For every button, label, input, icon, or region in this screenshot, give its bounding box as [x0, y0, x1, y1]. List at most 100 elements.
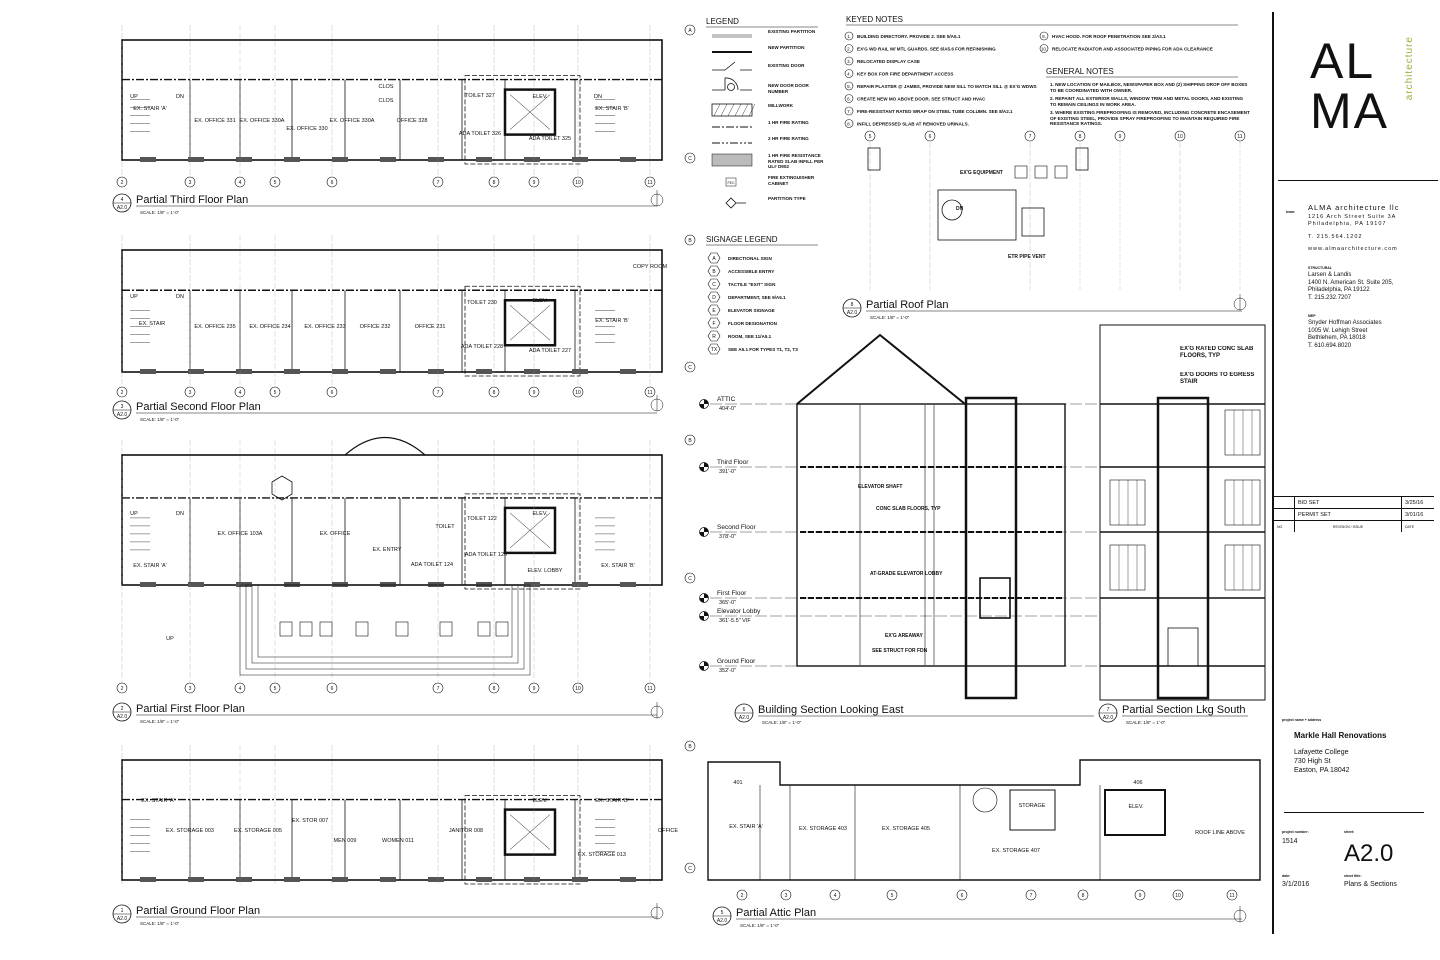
legend-label: 2 HR FIRE RATING — [768, 136, 809, 141]
grid-label: 2 — [741, 893, 744, 899]
view-scale: SCALE: 1/8" = 1'-0" — [740, 923, 780, 928]
window — [236, 582, 252, 587]
grid-label: 7 — [437, 180, 440, 186]
level-elevation: 378'-0" — [719, 534, 736, 540]
room-label: DN — [594, 94, 602, 100]
grid-label: 7 — [437, 686, 440, 692]
grid-bubble — [684, 234, 696, 246]
terrace-step — [239, 584, 531, 676]
note-bubble — [844, 56, 854, 66]
window — [620, 582, 636, 587]
keyed-note: BUILDING DIRECTORY. PROVIDE 2. SEE 5/A5.… — [857, 34, 961, 39]
roof-profile — [796, 333, 966, 405]
room-label: EX. OFFICE 331 — [194, 118, 235, 124]
view-number: 6 — [743, 707, 746, 713]
room-label: EX. STOR 007 — [292, 818, 328, 824]
signage-hex-icon — [707, 330, 721, 342]
room-label: EX. STORAGE 013 — [578, 852, 626, 858]
room-label: EX. STAIR 'A' — [141, 798, 174, 804]
legend-label-text: EXISTING DOOR — [768, 63, 805, 68]
legend-label-text: 1 HR FIRE RESISTANCE RATED SLAB INFILL P… — [768, 153, 824, 169]
signage-label: TACTILE "EXIT" SIGN — [728, 282, 776, 287]
grid-label: 6 — [331, 180, 334, 186]
room-label: EX. OFFICE 235 — [194, 324, 235, 330]
room-label: EX. ENTRY — [373, 547, 402, 553]
level-name: Second Floor — [717, 524, 756, 531]
note-number: 2. — [847, 46, 851, 51]
view-sheet: A2.0 — [717, 918, 728, 924]
note-bubble — [844, 31, 854, 41]
view-scale: SCALE: 1/8" = 1'-0" — [870, 315, 910, 320]
planter — [439, 621, 453, 637]
level-marker-icon — [699, 527, 709, 537]
signage-key: A — [712, 256, 716, 262]
grid-bubble — [780, 889, 792, 901]
view-scale: SCALE: 1/8" = 1'-0" — [140, 210, 180, 215]
project-name: Markle Hall Renovations — [1294, 731, 1387, 740]
fec-label: FEC — [728, 181, 735, 185]
plan-ground — [121, 745, 663, 885]
grid-bubble — [528, 386, 540, 398]
view-number: 3 — [121, 404, 124, 410]
room-label: STORAGE — [1019, 803, 1046, 809]
room-label: EX. STAIR 'B' — [595, 798, 628, 804]
view-sheet: A2.0 — [847, 310, 858, 316]
elevator-shaft — [503, 88, 557, 136]
window — [332, 369, 348, 374]
grid-label: 8 — [493, 180, 496, 186]
room-label: ADA TOILET 227 — [529, 348, 571, 354]
view-sheet: A2.0 — [117, 916, 128, 922]
legend-symbol — [712, 61, 752, 71]
grid-bubble — [184, 682, 196, 694]
section-callout: AT-GRADE ELEVATOR LOBBY — [870, 571, 943, 577]
elevator-cab — [979, 577, 1011, 619]
grid-label: C — [688, 156, 692, 162]
room-label: WOMEN 011 — [382, 838, 414, 844]
section-callout: CONC SLAB FLOORS, TYP — [876, 506, 941, 512]
room-label: ELEV. — [532, 511, 548, 517]
grid-label: 11 — [647, 180, 652, 186]
exterior-wall — [121, 249, 663, 373]
room-label: EX. OFFICE 233 — [304, 324, 345, 330]
legend-label-text: EXISTING PARTITION — [768, 29, 816, 34]
grid-label: 11 — [1229, 893, 1234, 899]
window — [428, 369, 444, 374]
view-number: 5 — [721, 910, 724, 916]
level-marker-icon — [699, 611, 709, 621]
grid-label: 6 — [331, 390, 334, 396]
elevator-shaft — [503, 808, 557, 856]
section-outline — [1099, 324, 1266, 701]
note-bubble — [844, 81, 854, 91]
window — [236, 157, 252, 162]
level-elevation: 404'-0" — [719, 406, 736, 412]
grid-bubble — [1234, 130, 1246, 142]
grid-label: 10 — [575, 390, 581, 396]
grid-label: 5 — [274, 686, 277, 692]
room-label: OFFICE 231 — [415, 324, 446, 330]
legend-symbol — [725, 197, 746, 209]
room-label: TOILET 327 — [465, 93, 495, 99]
window — [572, 369, 588, 374]
grid-label: C — [688, 576, 692, 582]
legend-label: EXISTING PARTITION — [768, 29, 816, 34]
elevator-shaft — [964, 396, 1018, 700]
grid-label: A — [688, 28, 692, 34]
grid-label: 9 — [1119, 134, 1122, 140]
legend-title: LEGEND — [706, 17, 739, 26]
elevator-x — [509, 305, 551, 341]
legend-label: FIRE EXTINGUISHER CABINET — [768, 175, 814, 186]
legend-symbol — [711, 103, 756, 117]
room-label: ADA TOILET 228 — [461, 344, 503, 350]
grid-bubble — [644, 176, 656, 188]
title-block: ALMA architecture team: ALMA architectur… — [1272, 12, 1440, 934]
sheet-label: sheet: — [1344, 830, 1355, 834]
level-name: ATTIC — [717, 396, 736, 403]
grid-label: 11 — [647, 390, 652, 396]
grid-bubble — [644, 386, 656, 398]
grid-label: 10 — [575, 686, 581, 692]
window — [476, 157, 492, 162]
